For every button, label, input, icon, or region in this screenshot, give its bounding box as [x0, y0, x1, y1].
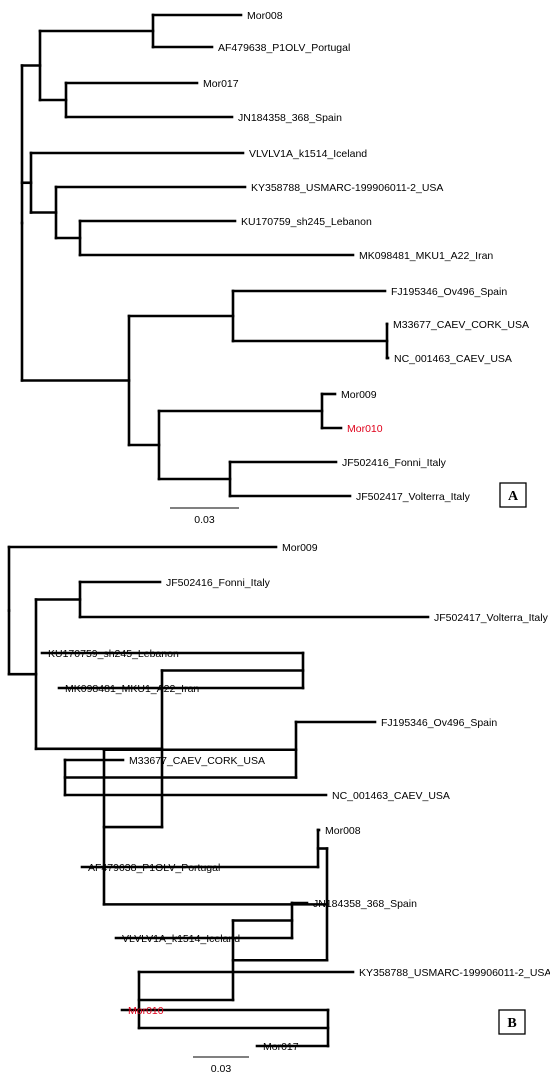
leaf-label-af479638-p1olv-portugal: AF479638_P1OLV_Portugal [218, 42, 350, 54]
leaf-label-vlvlv1a-k1514-iceland: VLVLV1A_k1514_Iceland [122, 933, 240, 945]
leaf-label-jf502417-volterra-italy: JF502417_Volterra_Italy [434, 612, 549, 624]
tree-panel-b: Mor009JF502416_Fonni_ItalyJF502417_Volte… [7, 542, 550, 1075]
leaf-label-ky358788-usmarc-199906011-2-usa: KY358788_USMARC-199906011-2_USA [251, 182, 443, 194]
leaf-label-m33677-caev-cork-usa: M33677_CAEV_CORK_USA [393, 319, 529, 331]
panel-label: A [508, 489, 519, 504]
panel-label-box [499, 482, 527, 508]
leaf-label-fj195346-ov496-spain: FJ195346_Ov496_Spain [381, 717, 497, 729]
scale-bar-label: 0.03 [211, 1063, 232, 1075]
leaf-label-nc-001463-caev-usa: NC_001463_CAEV_USA [332, 790, 450, 802]
leaf-label-mor010: Mor010 [347, 423, 383, 435]
leaf-label-mor017: Mor017 [203, 78, 239, 90]
leaf-label-fj195346-ov496-spain: FJ195346_Ov496_Spain [391, 286, 507, 298]
leaf-label-mor010: Mor010 [128, 1005, 164, 1017]
leaf-label-mor009: Mor009 [282, 542, 318, 554]
leaf-label-af479638-p1olv-portugal: AF479638_P1OLV_Portugal [88, 862, 220, 874]
leaf-label-mk098481-mku1-a22-iran: MK098481_MKU1_A22_Iran [65, 683, 199, 695]
tree-panel-a: Mor008AF479638_P1OLV_PortugalMor017JN184… [20, 10, 529, 526]
leaf-label-jf502416-fonni-italy: JF502416_Fonni_Italy [342, 457, 447, 469]
leaf-label-nc-001463-caev-usa: NC_001463_CAEV_USA [394, 353, 512, 365]
leaf-label-mor009: Mor009 [341, 389, 377, 401]
leaf-label-jn184358-368-spain: JN184358_368_Spain [313, 898, 417, 910]
leaf-label-mor017: Mor017 [263, 1041, 299, 1053]
leaf-label-m33677-caev-cork-usa: M33677_CAEV_CORK_USA [129, 755, 265, 767]
leaf-label-jn184358-368-spain: JN184358_368_Spain [238, 112, 342, 124]
leaf-label-mk098481-mku1-a22-iran: MK098481_MKU1_A22_Iran [359, 250, 493, 262]
panel-label-box [498, 1009, 526, 1035]
scale-bar-label: 0.03 [194, 514, 215, 526]
leaf-label-jf502417-volterra-italy: JF502417_Volterra_Italy [356, 491, 471, 503]
leaf-label-ky358788-usmarc-199906011-2-usa: KY358788_USMARC-199906011-2_USA [359, 967, 550, 979]
leaf-label-ku170759-sh245-lebanon: KU170759_sh245_Lebanon [241, 216, 372, 228]
leaf-label-jf502416-fonni-italy: JF502416_Fonni_Italy [166, 577, 271, 589]
leaf-label-vlvlv1a-k1514-iceland: VLVLV1A_k1514_Iceland [249, 148, 367, 160]
leaf-label-mor008: Mor008 [325, 825, 361, 837]
panel-label: B [507, 1016, 516, 1031]
leaf-label-ku170759-sh245-lebanon: KU170759_sh245_Lebanon [48, 648, 179, 660]
leaf-label-mor008: Mor008 [247, 10, 283, 22]
